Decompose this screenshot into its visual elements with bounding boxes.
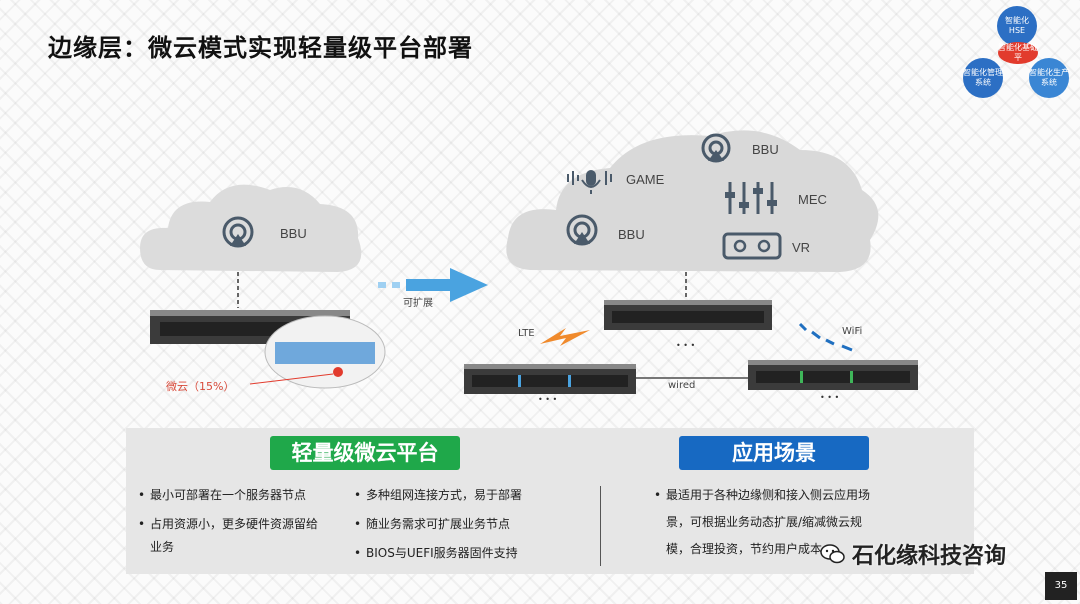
list-item: •最适用于各种边缘侧和接入侧云应用场 (654, 488, 871, 502)
logo-platform-center: 智能化基础平 (998, 42, 1038, 64)
bottom-left-ellipsis: • • • (538, 395, 557, 404)
bbu-label: BBU (618, 227, 645, 242)
wireless-waves-icon (798, 322, 853, 352)
watermark-text: 石化缘科技咨询 (852, 544, 1007, 569)
top-server-ellipsis: • • • (676, 341, 695, 350)
vr-headset-icon (722, 232, 782, 260)
microphone-icon (567, 170, 612, 194)
list-item: •多种组网连接方式，易于部署 (354, 488, 523, 502)
scenario-list: •最适用于各种边缘侧和接入侧云应用场 景，可根据业务动态扩展/缩减微云规 模，合… (654, 484, 924, 561)
column-divider (600, 486, 601, 566)
list-item: 业务 (150, 540, 175, 554)
expand-arrow (378, 268, 488, 302)
left-bbu-label: BBU (280, 226, 307, 241)
lightweight-platform-badge: 轻量级微云平台 (270, 436, 460, 470)
signal-icon (222, 216, 254, 248)
wechat-watermark: 石化缘科技咨询 (820, 538, 1006, 570)
edge-microcloud-diagram: BBU 微云（15%） 可扩展 BBU GAME (140, 130, 918, 404)
wechat-icon (820, 544, 845, 564)
list-item: •占用资源小，更多硬件资源留给 (138, 517, 319, 531)
game-label: GAME (626, 172, 665, 187)
wired-label: wired (668, 380, 695, 391)
application-scenario-badge: 应用场景 (679, 436, 869, 470)
logo-management-circle: 智能化管理系统 (963, 58, 1003, 98)
bbu-top-label: BBU (752, 142, 779, 157)
mec-label: MEC (798, 192, 827, 207)
bottom-right-server (748, 360, 918, 390)
lightning-icon (540, 328, 590, 346)
lte-label: LTE (518, 328, 535, 339)
list-item: 景，可根据业务动态扩展/缩减微云规 (666, 515, 863, 529)
top-server (604, 300, 772, 330)
list-item: •随业务需求可扩展业务节点 (354, 517, 511, 531)
org-logo: 智能化HSE 智能化管理系统 智能化生产系统 智能化基础平 (955, 0, 1075, 105)
logo-hse-circle: 智能化HSE (997, 6, 1037, 46)
vr-label: VR (792, 240, 810, 255)
bottom-left-server (464, 364, 636, 394)
signal-icon (701, 133, 731, 163)
microcloud-label: 微云（15%） (166, 379, 234, 393)
zoom-callout (249, 315, 386, 389)
list-item: •BIOS与UEFI服务器固件支持 (354, 546, 518, 560)
sliders-icon (725, 182, 777, 214)
list-item: 模，合理投资，节约用户成本 (666, 542, 823, 556)
signal-icon (566, 214, 598, 246)
wifi-label: WiFi (842, 326, 862, 337)
expand-label: 可扩展 (403, 296, 433, 309)
list-item: •最小可部署在一个服务器节点 (138, 488, 307, 502)
page-title: 边缘层：微云模式实现轻量级平台部署 (48, 34, 473, 62)
feature-list-col1: •最小可部署在一个服务器节点 •占用资源小，更多硬件资源留给 业务 (138, 484, 318, 559)
bottom-right-ellipsis: • • • (820, 393, 839, 402)
logo-production-circle: 智能化生产系统 (1029, 58, 1069, 98)
page-number: 35 (1045, 572, 1077, 600)
feature-list-col2: •多种组网连接方式，易于部署 •随业务需求可扩展业务节点 •BIOS与UEFI服… (354, 484, 522, 565)
right-cloud (506, 130, 879, 272)
